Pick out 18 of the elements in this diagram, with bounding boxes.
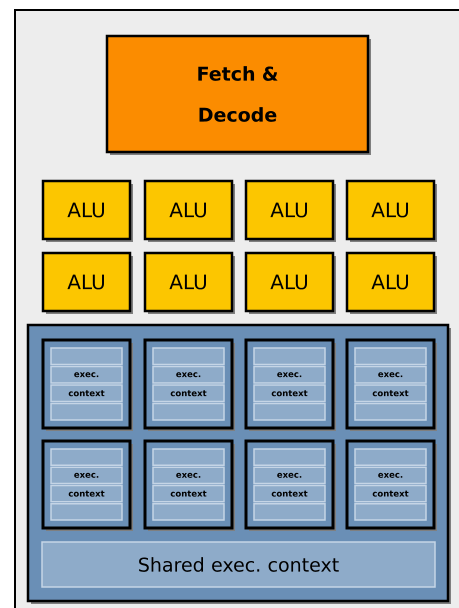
exec-context-card: exec. context	[346, 440, 437, 531]
alu-box: ALU	[346, 252, 437, 314]
exec-context-card: exec. context	[144, 338, 235, 431]
exec-context-card: exec. context	[244, 440, 336, 531]
alu-box: ALU	[346, 180, 437, 242]
exec-context-card: exec. context	[244, 338, 336, 431]
alu-box: ALU	[42, 180, 133, 242]
shared-context-bar: Shared exec. context	[41, 541, 436, 588]
alu-box: ALU	[144, 252, 235, 314]
exec-context-card: exec. context	[42, 338, 133, 431]
alu-box: ALU	[144, 180, 235, 242]
fetch-decode-box: Fetch & Decode	[106, 34, 371, 155]
exec-context-card: exec. context	[346, 338, 437, 431]
exec-context-card: exec. context	[144, 440, 235, 531]
alu-box: ALU	[42, 252, 133, 314]
alu-box: ALU	[244, 252, 336, 314]
exec-context-card: exec. context	[42, 440, 133, 531]
alu-box: ALU	[244, 180, 336, 242]
